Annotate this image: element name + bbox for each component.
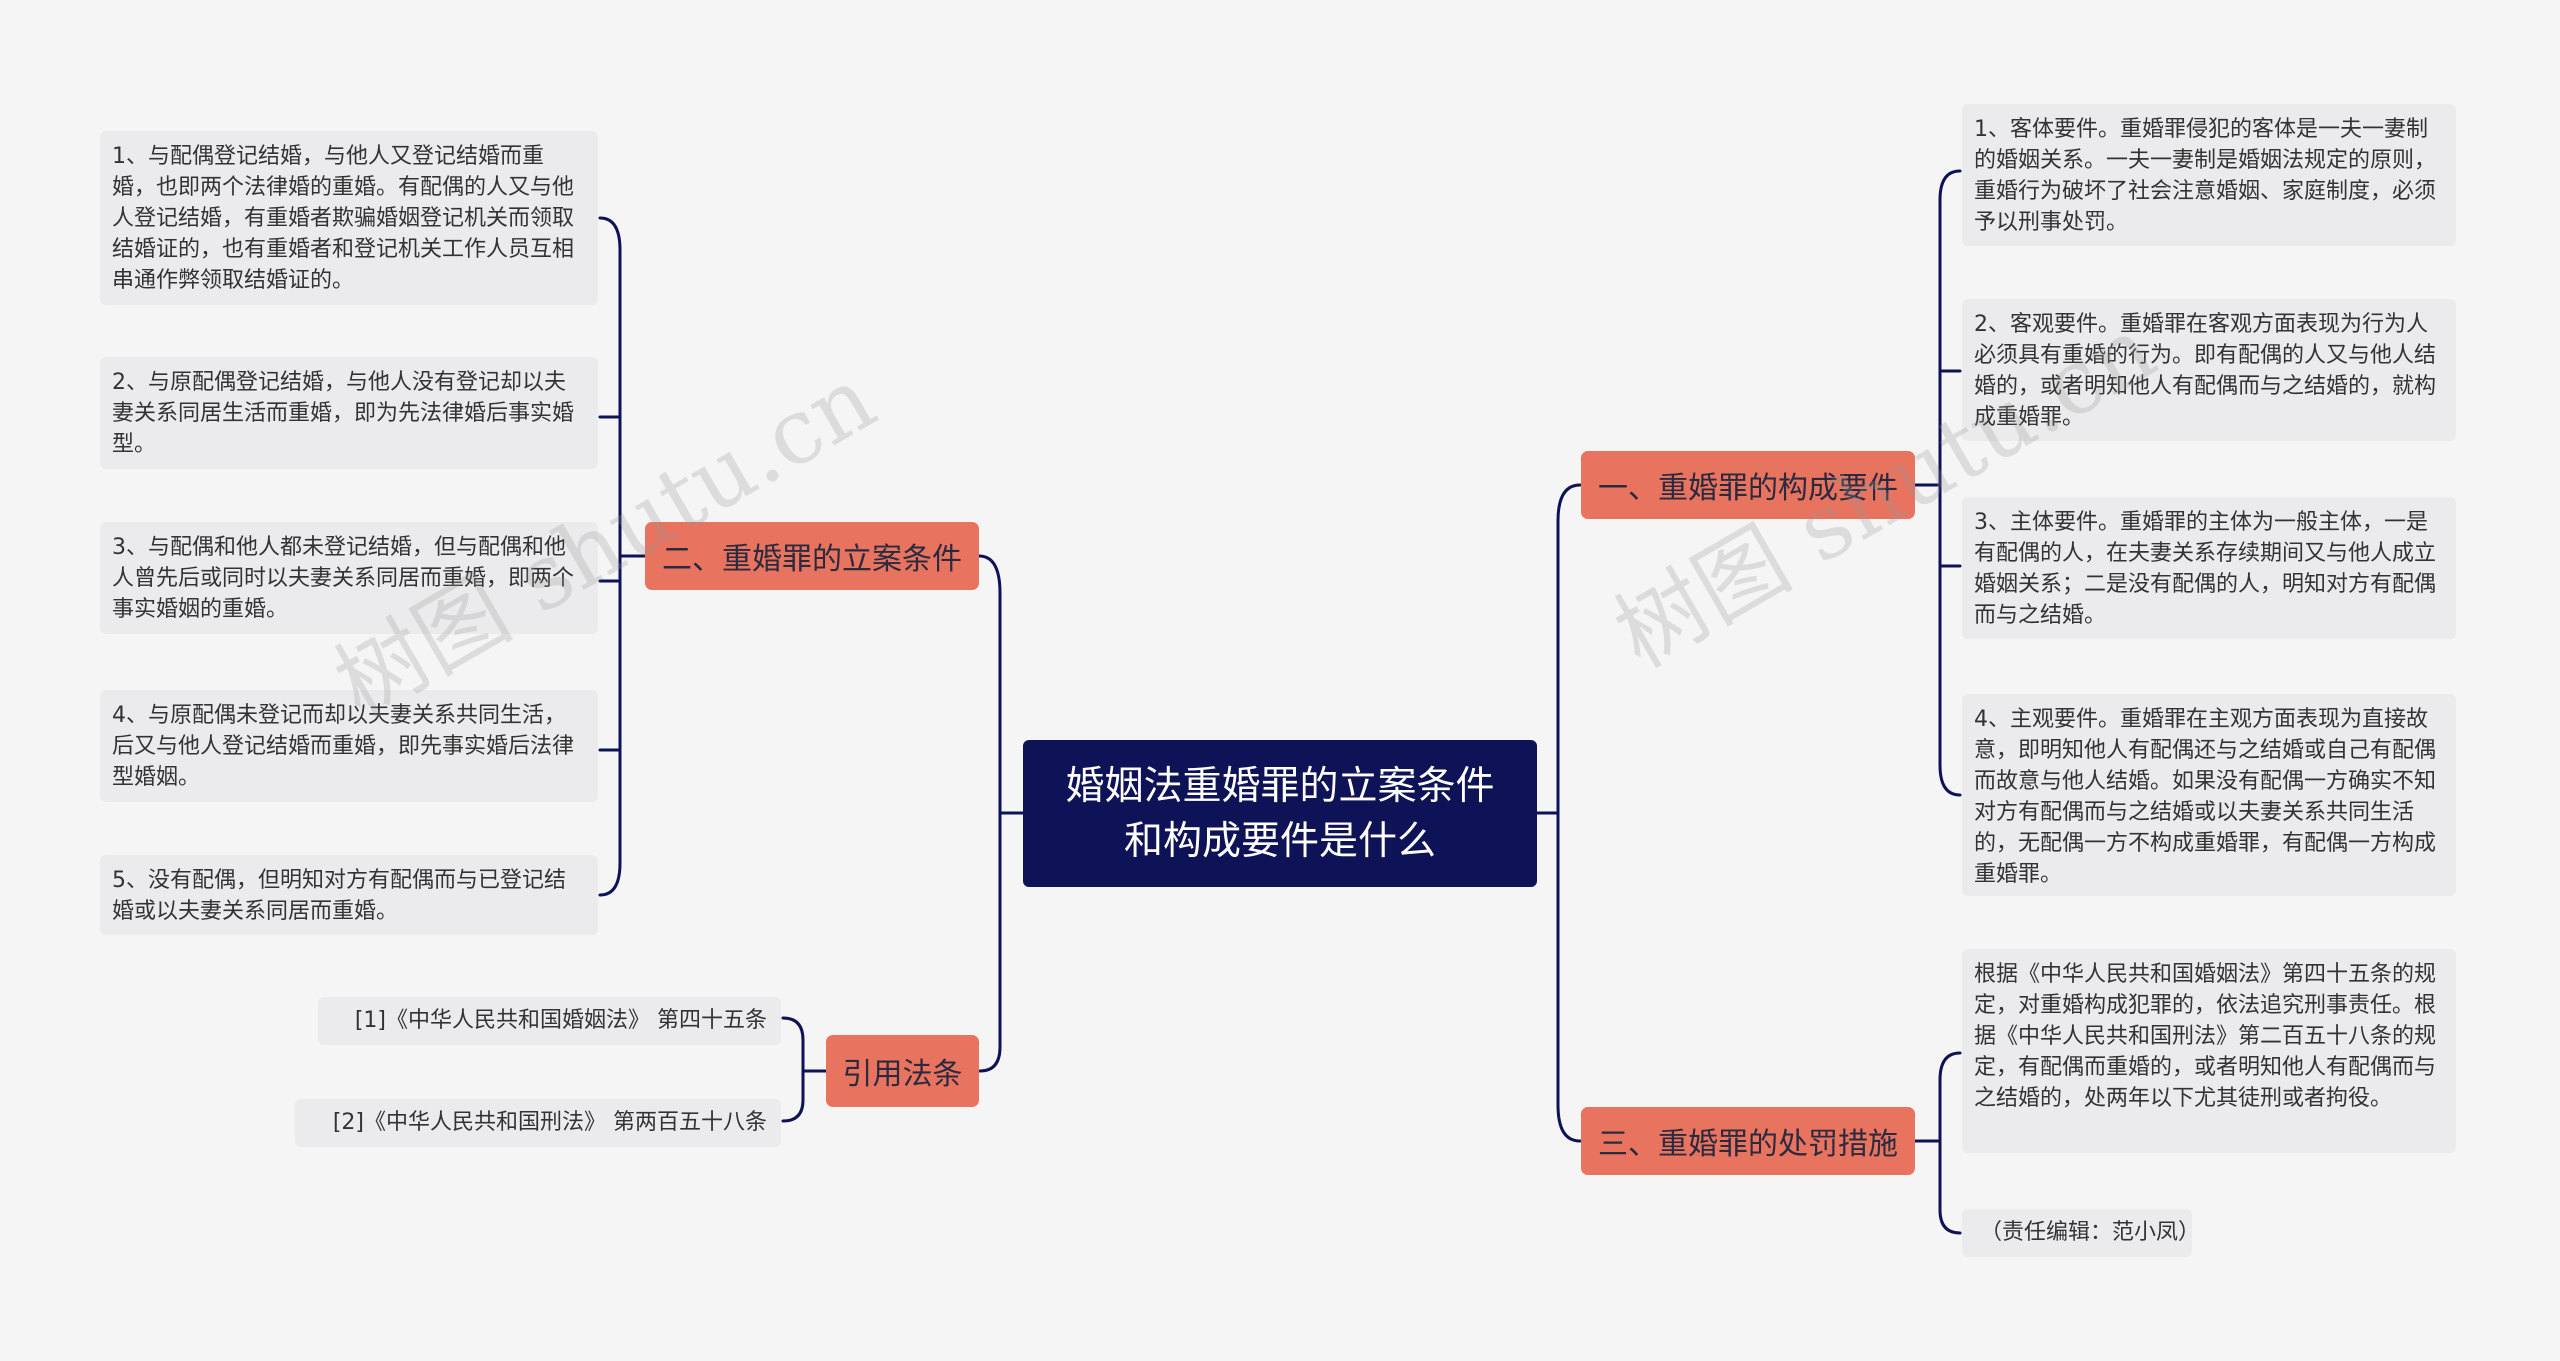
leaf-element-subjective[interactable]: 4、主观要件。重婚罪在主观方面表现为直接故意，即明知他人有配偶还与之结婚或自己有… bbox=[1962, 694, 2456, 896]
link-root-right bbox=[1535, 483, 1582, 1143]
link-right-top-leaves bbox=[1913, 169, 1962, 797]
leaf-editor-credit[interactable]: （责任编辑：范小凤） bbox=[1962, 1209, 2200, 1257]
root-topic[interactable]: 婚姻法重婚罪的立案条件和构成要件是什么 bbox=[1023, 740, 1537, 887]
leaf-element-object[interactable]: 1、客体要件。重婚罪侵犯的客体是一夫一妻制的婚姻关系。一夫一妻制是婚姻法规定的原… bbox=[1962, 104, 2456, 246]
leaf-condition-4[interactable]: 4、与原配偶未登记而却以夫妻关系共同生活，后又与他人登记结婚而重婚，即先事实婚后… bbox=[100, 690, 598, 802]
leaf-statute-criminal-law[interactable]: [2]《中华人民共和国刑法》 第两百五十八条 bbox=[295, 1099, 781, 1147]
leaf-condition-3[interactable]: 3、与配偶和他人都未登记结婚，但与配偶和他人曾先后或同时以夫妻关系同居而重婚，即… bbox=[100, 522, 598, 634]
leaf-statute-marriage-law[interactable]: [1]《中华人民共和国婚姻法》 第四十五条 bbox=[318, 997, 781, 1045]
link-right-bottom-leaves bbox=[1913, 1051, 1962, 1235]
leaf-element-objective[interactable]: 2、客观要件。重婚罪在客观方面表现为行为人必须具有重婚的行为。即有配偶的人又与他… bbox=[1962, 299, 2456, 441]
link-root-left bbox=[977, 554, 1025, 1073]
branch-filing-conditions[interactable]: 二、重婚罪的立案条件 bbox=[645, 522, 979, 590]
link-left-bottom-refs bbox=[781, 1016, 828, 1123]
leaf-condition-2[interactable]: 2、与原配偶登记结婚，与他人没有登记却以夫妻关系同居生活而重婚，即为先法律婚后事… bbox=[100, 357, 598, 469]
branch-constituent-elements[interactable]: 一、重婚罪的构成要件 bbox=[1581, 451, 1915, 519]
leaf-element-subject[interactable]: 3、主体要件。重婚罪的主体为一般主体，一是有配偶的人，在夫妻关系存续期间又与他人… bbox=[1962, 497, 2456, 639]
leaf-condition-5[interactable]: 5、没有配偶，但明知对方有配偶而与已登记结婚或以夫妻关系同居而重婚。 bbox=[100, 855, 598, 935]
leaf-condition-1[interactable]: 1、与配偶登记结婚，与他人又登记结婚而重婚，也即两个法律婚的重婚。有配偶的人又与… bbox=[100, 131, 598, 305]
link-left-top-leaves bbox=[598, 216, 647, 897]
leaf-penalty-text[interactable]: 根据《中华人民共和国婚姻法》第四十五条的规定，对重婚构成犯罪的，依法追究刑事责任… bbox=[1962, 949, 2456, 1153]
branch-penalties[interactable]: 三、重婚罪的处罚措施 bbox=[1581, 1107, 1915, 1175]
branch-cited-statutes[interactable]: 引用法条 bbox=[826, 1035, 979, 1107]
